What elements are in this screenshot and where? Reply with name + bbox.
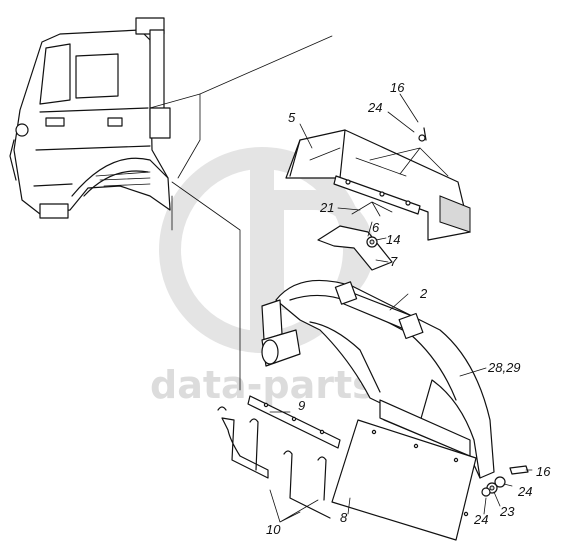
callout-28-29: 28,29: [487, 360, 521, 375]
leader-line-upper: [149, 35, 333, 109]
callout-6: 6: [372, 220, 380, 235]
callout-21: 21: [319, 200, 334, 215]
callout-10: 10: [266, 522, 281, 537]
leader-line-side: [177, 93, 201, 179]
callout-8: 8: [340, 510, 348, 525]
fastener-arrows: [351, 127, 449, 217]
callout-16-bottom: 16: [536, 464, 551, 479]
callout-23: 23: [499, 504, 515, 519]
brackets-part-10: [217, 406, 331, 519]
watermark-text: data-parts: [150, 363, 375, 407]
callout-9: 9: [298, 398, 305, 413]
callout-5: 5: [288, 110, 296, 125]
truck-cab-drawing: [9, 17, 173, 231]
callout-24-bottom-left: 24: [473, 512, 488, 527]
callout-16-top: 16: [390, 80, 405, 95]
callout-2: 2: [419, 286, 428, 301]
callout-24-top: 24: [367, 100, 382, 115]
upper-fender-assembly: [285, 129, 471, 241]
bracket-part-7: [317, 225, 393, 271]
leader-line-lower: [171, 181, 241, 391]
callout-24-bottom-right: 24: [517, 484, 532, 499]
callout-14: 14: [386, 232, 400, 247]
callout-labels: 16 24 5 21 6 14 7 2 28,29 9 8 10 16 24 2…: [266, 80, 551, 537]
mudflap-part-8: [331, 419, 477, 541]
callout-leaders: [269, 93, 533, 523]
strip-part-9: [247, 395, 341, 449]
callout-7: 7: [390, 254, 398, 269]
fasteners-bottom: [481, 465, 529, 497]
mudguard-part-2: [261, 279, 495, 479]
